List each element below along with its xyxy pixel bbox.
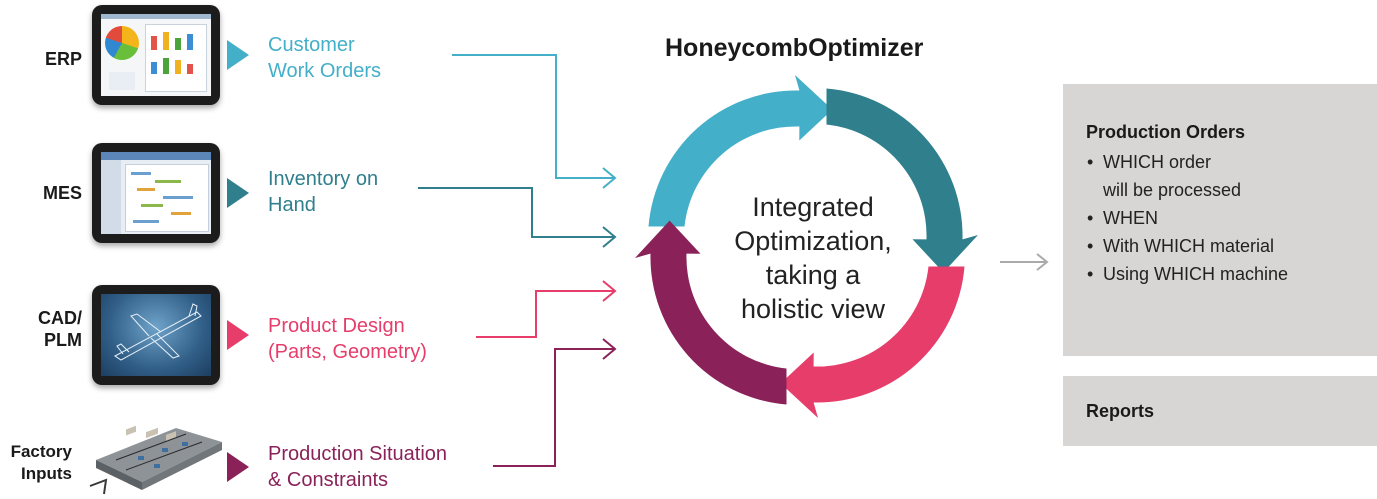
- input-label-product-design-line2: (Parts, Geometry): [268, 341, 427, 363]
- source-pointer-product-design: [227, 320, 249, 350]
- bullet-item: •With WHICH material: [1087, 236, 1275, 256]
- source-label-factory-line2: Inputs: [21, 464, 72, 483]
- input-label-inventory-line1: Inventory on: [268, 168, 379, 190]
- input-label-production-situation: Production Situation & Constraints: [268, 441, 447, 493]
- cycle-segment-purple: [635, 220, 787, 405]
- center-text-line-2: Optimization,: [734, 226, 892, 256]
- input-label-production-situation-line1: Production Situation: [268, 443, 448, 465]
- erp-dashboard-screenshot-icon: [92, 5, 220, 105]
- input-label-product-design-line1: Product Design: [268, 315, 405, 337]
- source-label-cad-plm-line2: PLM: [44, 330, 82, 350]
- input-label-customer-orders-line2: Work Orders: [268, 60, 381, 82]
- bullet-text-will-be-processed: will be processed: [1103, 180, 1242, 200]
- input-label-customer-orders-line1: Customer: [268, 34, 355, 56]
- cycle-center-text: Integrated Optimization, taking a holist…: [706, 190, 920, 326]
- production-orders-panel: Production Orders •WHICH order will be p…: [1063, 84, 1377, 356]
- production-orders-bullets: •WHICH order will be processed •WHEN •Wi…: [1087, 148, 1288, 288]
- production-orders-heading: Production Orders: [1086, 122, 1246, 142]
- bullet-text-which-order: WHICH order: [1103, 152, 1212, 172]
- factory-floor-model-icon: [86, 420, 226, 495]
- source-label-cad-plm-line1: CAD/: [38, 308, 82, 328]
- bullet-item: •WHICH order: [1087, 152, 1212, 172]
- bullet-text-when: WHEN: [1103, 208, 1158, 228]
- mes-schedule-screenshot-icon: [92, 143, 220, 243]
- input-label-inventory-line2: Hand: [268, 194, 316, 216]
- source-pointer-customer-orders: [227, 40, 249, 70]
- optimization-cycle-ring: [635, 75, 978, 418]
- connector-product-design: [476, 290, 615, 338]
- center-text-line-1: Integrated: [752, 192, 874, 222]
- source-pointer-inventory: [227, 178, 249, 208]
- source-label-mes: MES: [42, 183, 82, 203]
- cycle-segment-pink: [780, 266, 965, 418]
- arrowhead-customer-orders: [602, 167, 617, 189]
- source-pointer-production-situation: [227, 452, 249, 482]
- source-label-erp: ERP: [44, 49, 82, 69]
- reports-heading: Reports: [1086, 401, 1155, 421]
- connector-inventory: [418, 187, 615, 238]
- input-label-product-design: Product Design (Parts, Geometry): [268, 313, 427, 365]
- output-arrowhead: [1036, 253, 1049, 271]
- arrowhead-inventory: [602, 226, 617, 248]
- input-label-inventory: Inventory on Hand: [268, 166, 378, 218]
- connector-production-situation: [493, 348, 615, 467]
- reports-panel: Reports: [1063, 376, 1377, 446]
- cycle-segment-teal: [826, 88, 978, 273]
- bullet-item: •WHEN: [1087, 208, 1158, 228]
- cycle-segment-cyan: [648, 75, 833, 227]
- bullet-continuation: will be processed: [1087, 176, 1288, 204]
- input-label-production-situation-line2: & Constraints: [268, 469, 389, 491]
- source-label-factory-inputs: Factory Inputs: [0, 441, 72, 485]
- arrowhead-production-situation: [602, 338, 617, 360]
- input-label-customer-orders: Customer Work Orders: [268, 32, 381, 84]
- connector-customer-orders: [452, 54, 615, 179]
- center-text-line-3: taking a: [765, 260, 861, 290]
- diagram-title: HoneycombOptimizer: [665, 34, 924, 62]
- cad-airplane-model-icon: [92, 285, 220, 385]
- source-label-factory-line1: Factory: [10, 442, 72, 461]
- center-text-line-4: holistic view: [740, 294, 886, 324]
- bullet-text-which-machine: Using WHICH machine: [1103, 264, 1289, 284]
- source-label-cad-plm: CAD/ PLM: [20, 307, 82, 351]
- bullet-item: •Using WHICH machine: [1087, 264, 1289, 284]
- arrowhead-product-design: [602, 280, 617, 302]
- bullet-text-which-material: With WHICH material: [1103, 236, 1275, 256]
